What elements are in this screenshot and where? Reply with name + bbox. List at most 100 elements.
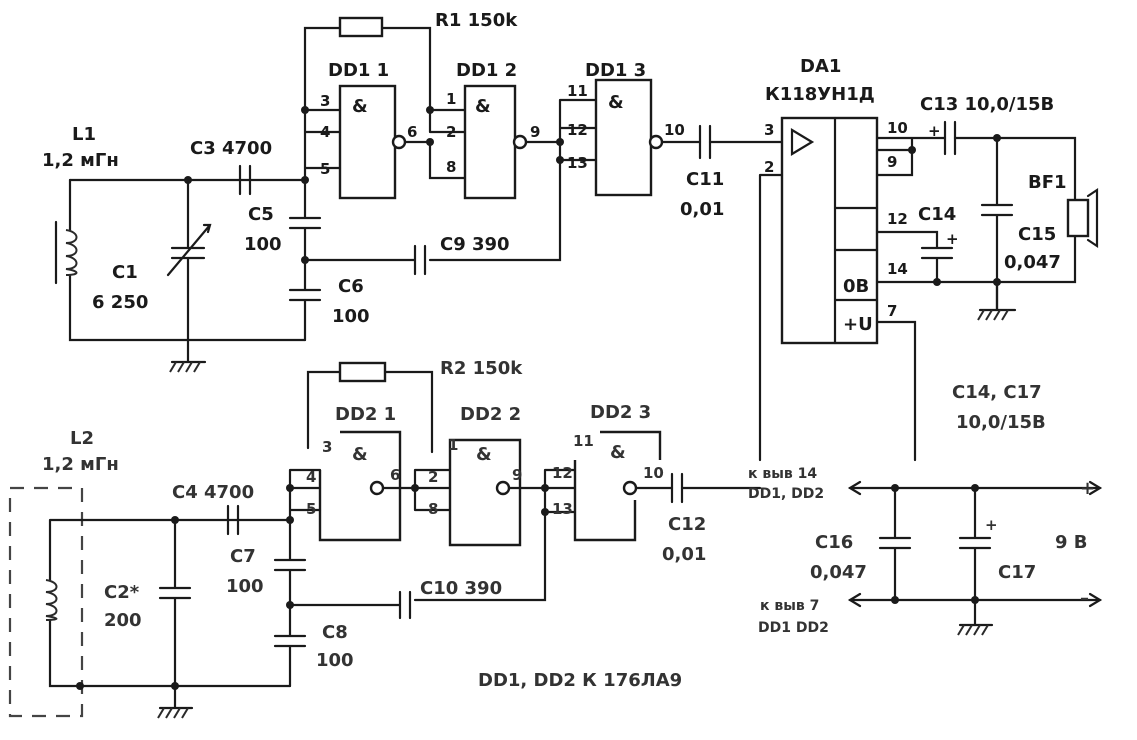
label-0v: 0В: [843, 276, 869, 297]
pin-label: 12: [552, 464, 573, 482]
pin-label: 11: [573, 432, 594, 450]
label-c8: C8: [322, 622, 348, 643]
label-pin7-ics: DD1 DD2: [758, 620, 829, 636]
pin-label: 6: [407, 123, 417, 141]
pin-label: 10: [887, 119, 908, 137]
upper-circuit: [54, 16, 1099, 462]
speaker-bf1: [1066, 198, 1090, 238]
ic-da1: [780, 116, 879, 345]
label-c14-c17: C14, C17: [952, 382, 1042, 403]
label-c5: C5: [248, 204, 274, 225]
label-c7-value: 100: [226, 576, 264, 597]
pin-label: 11: [567, 82, 588, 100]
label-c3: C3 4700: [190, 138, 272, 159]
label-c10: C10 390: [420, 578, 502, 599]
plus-sign: +: [946, 230, 959, 248]
pin-label: 9: [530, 123, 540, 141]
label-ic-type: DD1, DD2 К 176ЛА9: [478, 670, 682, 691]
label-c11-value: 0,01: [680, 199, 724, 220]
gate-dd1-2: [463, 84, 517, 200]
label-r1: R1 150k: [435, 10, 518, 31]
pin-label: 12: [887, 210, 908, 228]
gate-symbol-dd1-1: &: [352, 96, 368, 117]
gate-symbol-dd2-1: &: [352, 444, 368, 465]
label-da1-type: К118УН1Д: [765, 84, 875, 105]
label-c16: C16: [815, 532, 853, 553]
pin-label: 3: [320, 92, 330, 110]
pin-label: 9: [512, 466, 522, 484]
pin-label: 5: [306, 500, 316, 518]
label-c2: C2*: [104, 582, 140, 603]
gate-symbol-dd2-3: &: [610, 442, 626, 463]
shield-l2: [8, 486, 84, 718]
pin-label: 2: [446, 123, 456, 141]
label-c11: C11: [686, 169, 724, 190]
label-c6-value: 100: [332, 306, 370, 327]
label-l1: L1: [72, 124, 96, 145]
label-c17: C17: [998, 562, 1036, 583]
pin-label: 5: [320, 160, 330, 178]
gate-dd1-3: [594, 78, 653, 197]
pin-label: 3: [322, 438, 332, 456]
label-l1-value: 1,2 мГн: [42, 150, 119, 171]
pin-label: 14: [887, 260, 908, 278]
pin-label: 10: [664, 121, 685, 139]
label-supply-plus: +: [1080, 478, 1095, 499]
label-c16-value: 0,047: [810, 562, 867, 583]
label-l2-value: 1,2 мГн: [42, 454, 119, 475]
pin-label: 4: [320, 123, 330, 141]
label-c6: C6: [338, 276, 364, 297]
pin-label: 13: [552, 500, 573, 518]
label-dd2-1: DD2 1: [335, 404, 396, 425]
label-c5-value: 100: [244, 234, 282, 255]
label-r2: R2 150k: [440, 358, 523, 379]
label-dd1-2: DD1 2: [456, 60, 517, 81]
pin-label: 1: [448, 436, 458, 454]
pin-label: 13: [567, 154, 588, 172]
label-plus-u: +U: [843, 314, 873, 335]
label-c15: C15: [1018, 224, 1056, 245]
pin-label: 7: [887, 302, 897, 320]
label-c9: C9 390: [440, 234, 510, 255]
label-da1: DA1: [800, 56, 841, 77]
resistor-r1: [338, 16, 384, 38]
label-bf1: BF1: [1028, 172, 1067, 193]
label-pin7-note: к выв 7: [760, 598, 819, 614]
label-dd2-3: DD2 3: [590, 402, 651, 423]
label-c2-value: 200: [104, 610, 142, 631]
resistor-r2: [338, 361, 387, 383]
label-c15-value: 0,047: [1004, 252, 1061, 273]
plus-sign: +: [928, 122, 941, 140]
label-c12-value: 0,01: [662, 544, 706, 565]
label-c4: C4 4700: [172, 482, 254, 503]
pin-label: 1: [446, 90, 456, 108]
label-c14-c17-value: 10,0/15В: [956, 412, 1046, 433]
pin-label: 8: [428, 500, 438, 518]
label-c1-value: 6 250: [92, 292, 148, 313]
label-dd1-1: DD1 1: [328, 60, 389, 81]
pin-label: 10: [643, 464, 664, 482]
label-c12: C12: [668, 514, 706, 535]
label-supply-voltage: 9 В: [1055, 532, 1088, 553]
label-dd1-3: DD1 3: [585, 60, 646, 81]
label-c8-value: 100: [316, 650, 354, 671]
pin-label: 3: [764, 121, 774, 139]
pin-label: 9: [887, 153, 897, 171]
label-pin14-ics: DD1, DD2: [748, 486, 824, 502]
label-l2: L2: [70, 428, 94, 449]
label-c13: C13 10,0/15В: [920, 94, 1054, 115]
label-dd2-2: DD2 2: [460, 404, 521, 425]
pin-label: 12: [567, 121, 588, 139]
pin-label: 8: [446, 158, 456, 176]
label-c7: C7: [230, 546, 256, 567]
label-c1: C1: [112, 262, 138, 283]
label-pin14-note: к выв 14: [748, 466, 817, 482]
label-supply-minus: –: [1080, 588, 1089, 609]
pin-label: 6: [390, 466, 400, 484]
pin-label: 4: [306, 468, 316, 486]
pin-label: 2: [764, 158, 774, 176]
gate-symbol-dd1-3: &: [608, 92, 624, 113]
plus-sign: +: [985, 516, 998, 534]
gate-symbol-dd2-2: &: [476, 444, 492, 465]
